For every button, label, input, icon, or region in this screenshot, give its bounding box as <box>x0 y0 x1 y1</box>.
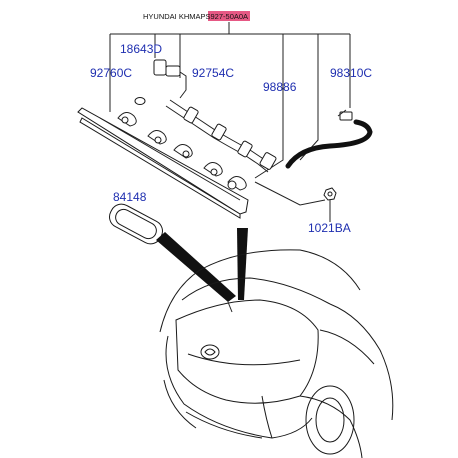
washer-hose-98886 <box>285 109 373 169</box>
pointer-arrow-pad <box>156 232 236 302</box>
label-92754C[interactable]: 92754C <box>192 66 234 80</box>
label-98886[interactable]: 98886 <box>263 80 297 94</box>
highlight-box <box>208 11 250 21</box>
car-body <box>159 249 394 458</box>
pad-84148 <box>109 203 163 245</box>
label-1021BA[interactable]: 1021BA <box>308 221 351 235</box>
stop-lamp-assembly <box>77 107 249 219</box>
header-text: HYUNDAI KHMAPS927-50A0A <box>143 12 248 21</box>
label-18643D[interactable]: 18643D <box>120 42 162 56</box>
wiring-harness-92754C <box>165 99 277 190</box>
nut-1021BA <box>323 187 337 201</box>
connector-18643D <box>153 59 187 99</box>
pointer-arrow-lamp <box>237 228 248 300</box>
label-92760C[interactable]: 92760C <box>90 66 132 80</box>
grommet-92760C <box>134 97 146 105</box>
label-84148[interactable]: 84148 <box>113 190 147 204</box>
label-98310C[interactable]: 98310C <box>330 66 372 80</box>
